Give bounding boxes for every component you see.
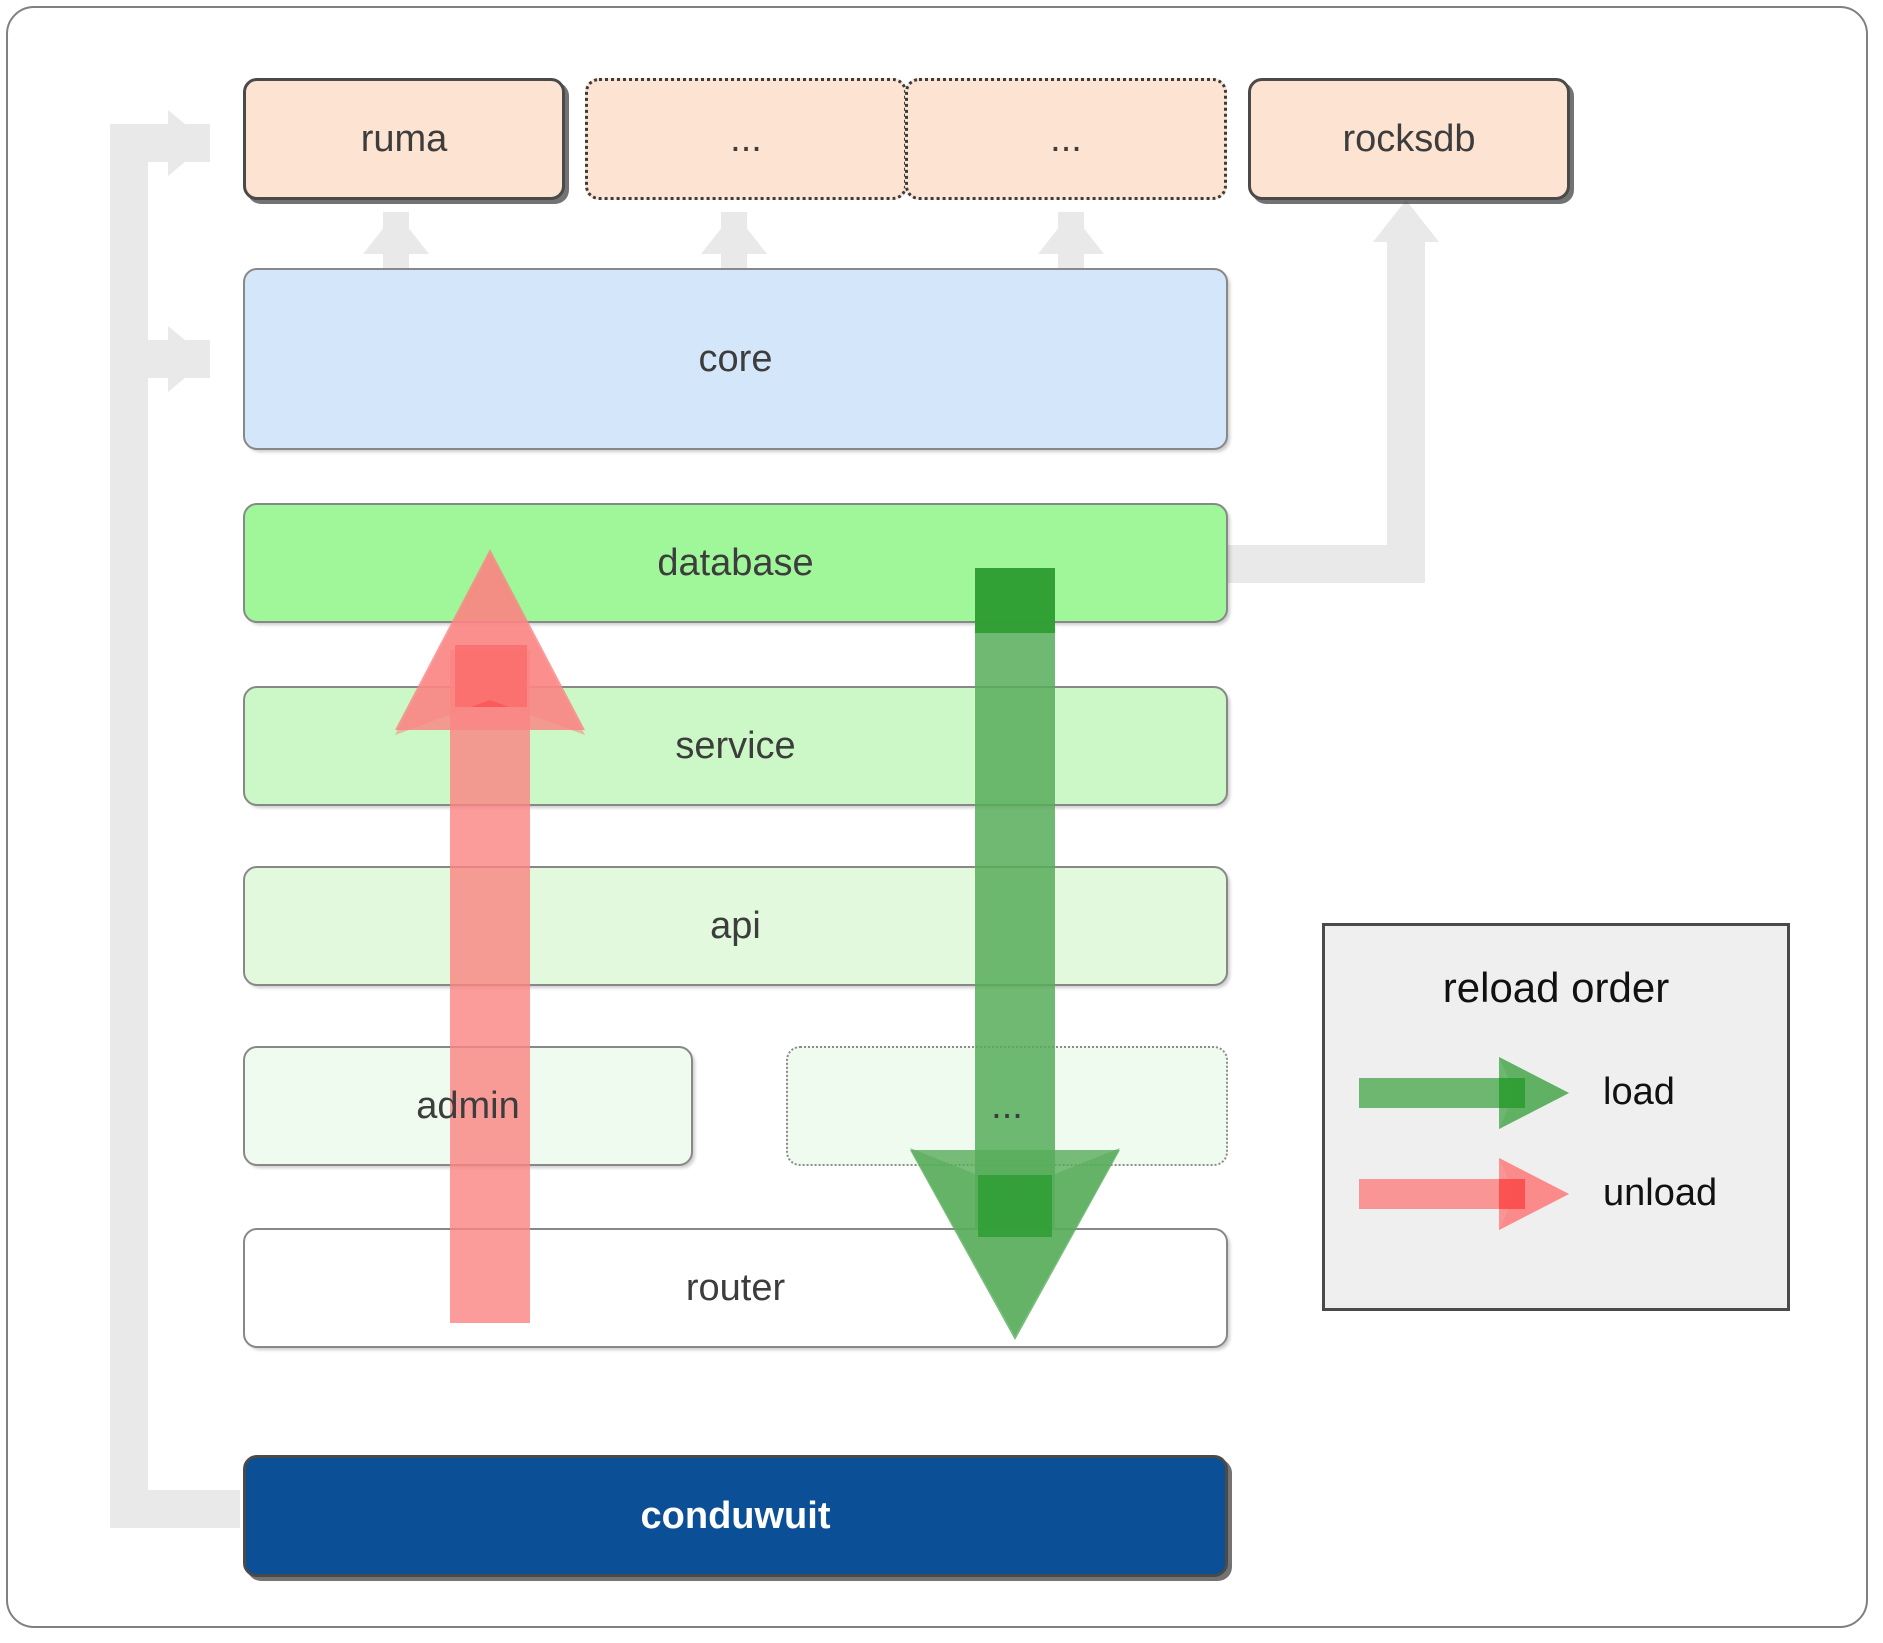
node-api-label: api bbox=[710, 904, 761, 947]
connector-left-to-conduwuit bbox=[110, 1490, 240, 1528]
node-ellipsis-mid-label: ... bbox=[991, 1084, 1023, 1127]
legend-unload-arrow-icon bbox=[1359, 1158, 1569, 1230]
legend-title: reload order bbox=[1442, 964, 1670, 1011]
connector-arrow-ruma bbox=[168, 110, 208, 176]
connector-arrow-core bbox=[168, 326, 208, 392]
node-ruma-label: ruma bbox=[360, 117, 448, 160]
node-ellipsis-top-2[interactable]: ... bbox=[905, 78, 1227, 200]
node-ellipsis-top-2-label: ... bbox=[1050, 117, 1082, 160]
node-conduwuit-label: conduwuit bbox=[640, 1494, 831, 1537]
node-ruma[interactable]: ruma bbox=[243, 78, 565, 200]
node-database-label: database bbox=[657, 541, 814, 584]
node-router-label: router bbox=[685, 1266, 786, 1309]
connector-arrow-core-to-ruma bbox=[363, 212, 429, 254]
connector-arrow-core-to-ellipsis1 bbox=[701, 212, 767, 254]
node-service[interactable]: service bbox=[243, 686, 1228, 806]
node-conduwuit[interactable]: conduwuit bbox=[243, 1455, 1228, 1577]
legend-arrows bbox=[1359, 1057, 1569, 1230]
node-ellipsis-top-1[interactable]: ... bbox=[585, 78, 907, 200]
diagram-frame bbox=[6, 6, 1868, 1628]
connector-left-spine bbox=[110, 124, 148, 1528]
legend-load-arrow-icon bbox=[1359, 1057, 1569, 1129]
legend-label-unload: unload bbox=[1603, 1172, 1718, 1214]
connector-database-to-rocksdb-horizontal bbox=[1226, 545, 1406, 583]
legend-panel: reload order load unload bbox=[1322, 923, 1790, 1311]
connector-database-to-rocksdb-vertical bbox=[1387, 242, 1425, 583]
node-rocksdb-label: rocksdb bbox=[1342, 117, 1476, 160]
node-admin-label: admin bbox=[416, 1084, 520, 1127]
node-core-label: core bbox=[698, 337, 773, 380]
node-rocksdb[interactable]: rocksdb bbox=[1248, 78, 1570, 200]
legend-label-load: load bbox=[1603, 1071, 1675, 1113]
node-database[interactable]: database bbox=[243, 503, 1228, 623]
node-core[interactable]: core bbox=[243, 268, 1228, 450]
node-api[interactable]: api bbox=[243, 866, 1228, 986]
connector-arrow-database-to-rocksdb bbox=[1373, 200, 1439, 242]
node-service-label: service bbox=[675, 724, 796, 767]
node-ellipsis-top-1-label: ... bbox=[730, 117, 762, 160]
node-ellipsis-mid[interactable]: ... bbox=[786, 1046, 1228, 1166]
node-router[interactable]: router bbox=[243, 1228, 1228, 1348]
node-admin[interactable]: admin bbox=[243, 1046, 693, 1166]
connector-arrow-core-to-ellipsis2 bbox=[1038, 212, 1104, 254]
